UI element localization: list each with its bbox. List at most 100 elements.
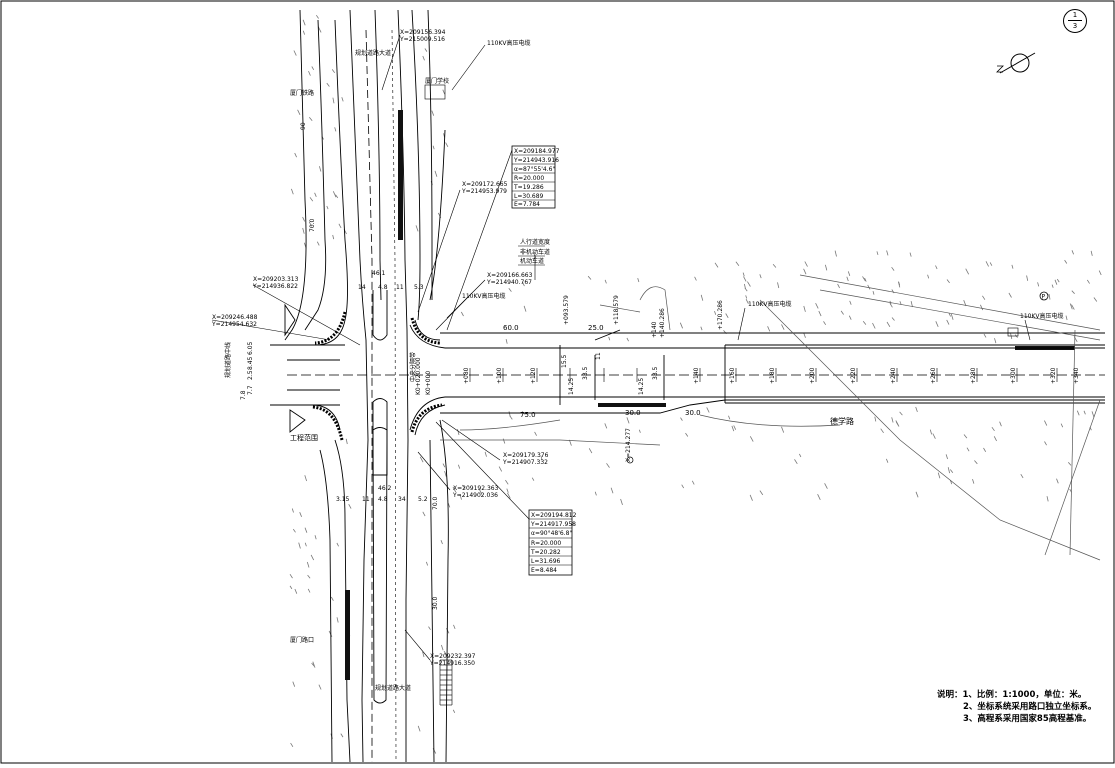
station-label: +320 — [1050, 367, 1057, 384]
terrain-tick — [309, 197, 314, 202]
terrain-tick — [522, 282, 525, 287]
terrain-tick — [898, 281, 901, 288]
p-marker-icon: P — [1039, 291, 1049, 301]
terrain-tick — [298, 542, 301, 549]
terrain-tick — [862, 276, 866, 282]
label-site-left-bot: 厦门路口 — [290, 636, 314, 644]
terrain-tick — [311, 66, 315, 70]
terrain-tick — [506, 488, 509, 493]
terrain-tick — [794, 459, 798, 465]
terrain-tick — [1086, 279, 1090, 284]
note-1: 说明：1、比例：1:1000，单位：米。 — [937, 690, 1087, 700]
terrain-tick — [1065, 315, 1068, 321]
label-site-left-mid: 工程范围 — [290, 433, 318, 442]
terrain-tick — [336, 542, 339, 547]
terrain-tick — [876, 251, 879, 256]
note-3: 3、高程系采用国家85高程基准。 — [963, 714, 1092, 724]
terrain-tick — [540, 455, 543, 460]
terrain-tick — [314, 192, 317, 197]
curve2-text: X=209194.812 Y=214917.958 α=90°48'6.8" R… — [530, 512, 577, 574]
terrain-tick — [757, 301, 762, 306]
dim-s5: 5.2 — [418, 496, 428, 503]
terrain-tick — [1091, 411, 1095, 418]
terrain-tick — [445, 142, 449, 147]
terrain-tick — [509, 415, 513, 420]
station-label: +120 — [530, 367, 537, 384]
terrain-tick — [345, 438, 348, 445]
terrain-tick — [915, 491, 919, 498]
terrain-tick — [946, 279, 950, 284]
terrain-tick — [679, 322, 683, 329]
terrain-tick — [459, 494, 462, 500]
label-strip: 中央分隔带 — [409, 352, 417, 382]
terrain-tick — [304, 542, 307, 547]
terrain-tick — [294, 152, 297, 158]
terrain-tick — [759, 490, 764, 496]
terrain-tick — [637, 277, 640, 283]
terrain-tick — [310, 554, 315, 561]
terrain-tick — [498, 466, 503, 472]
terrain-tick — [714, 262, 719, 268]
curb-returns — [311, 311, 443, 441]
terrain-tick — [927, 274, 930, 279]
terrain-tick — [945, 454, 948, 460]
terrain-tick — [507, 492, 511, 499]
station-ticks — [469, 368, 1058, 382]
svg-text:P: P — [1042, 294, 1046, 301]
coord-wint-y: Y=214936.822 — [252, 283, 298, 290]
terrain-tick — [302, 216, 306, 222]
terrain-tick — [799, 453, 802, 458]
terrain-tick — [935, 321, 939, 327]
strip-sw — [345, 590, 350, 680]
dim-n3: 11 — [396, 284, 404, 291]
terrain-tick — [1071, 290, 1075, 294]
station-top5: +140.286 — [659, 308, 666, 338]
svg-text:X=209194.812: X=209194.812 — [531, 512, 577, 519]
coord-ne-y: Y=214940.767 — [486, 279, 532, 286]
terrain-tick — [963, 434, 968, 439]
terrain-tick — [909, 252, 912, 257]
station-label: +260 — [930, 367, 937, 384]
terrain-tick — [772, 263, 777, 268]
terrain-tick — [1067, 462, 1072, 466]
svg-text:T=20.282: T=20.282 — [530, 549, 561, 556]
station-label: +240 — [890, 367, 897, 384]
terrain-tick — [777, 282, 780, 289]
terrain-tick — [680, 417, 683, 421]
terrain-tick — [985, 261, 989, 267]
label-pipe2: 非机动车道 — [520, 248, 550, 256]
dim-25: 25.0 — [588, 324, 604, 332]
label-pipe1: 人行道宽度 — [520, 238, 550, 246]
terrain-tick — [767, 326, 771, 332]
terrain-tick — [1037, 282, 1040, 287]
dim-462: 46.2 — [378, 485, 392, 492]
terrain-tick — [604, 423, 608, 429]
terrain-tick — [804, 261, 808, 267]
terrain-tick — [336, 617, 339, 623]
label-pipe3: 机动车道 — [520, 257, 544, 265]
dim-n4: 5.3 — [414, 284, 424, 291]
coord-sint-y: Y=214902.036 — [452, 492, 498, 499]
terrain-tick — [292, 528, 296, 533]
svg-text:R=20.000: R=20.000 — [514, 175, 544, 182]
terrain-tick — [946, 319, 950, 325]
terrain-tick — [825, 264, 828, 271]
terrain-tick — [974, 460, 978, 465]
terrain-tick — [444, 470, 447, 477]
terrain-tick — [700, 294, 704, 301]
terrain-tick — [431, 110, 435, 116]
terrain-tick — [302, 227, 305, 234]
terrain-tick — [316, 241, 320, 246]
terrain-tick — [725, 313, 729, 319]
terrain-tick — [292, 681, 296, 687]
terrain-tick — [1064, 259, 1068, 264]
dim-n1: 14 — [358, 284, 366, 291]
terrain-tick — [460, 311, 464, 317]
dim-w4: 7.7 — [247, 385, 254, 395]
station-label: +340 — [1073, 367, 1080, 384]
coord-sept-x: X=214.277 — [625, 428, 632, 462]
terrain-tick — [479, 489, 483, 495]
terrain-tick — [781, 426, 785, 433]
terrain-tick — [293, 50, 297, 56]
